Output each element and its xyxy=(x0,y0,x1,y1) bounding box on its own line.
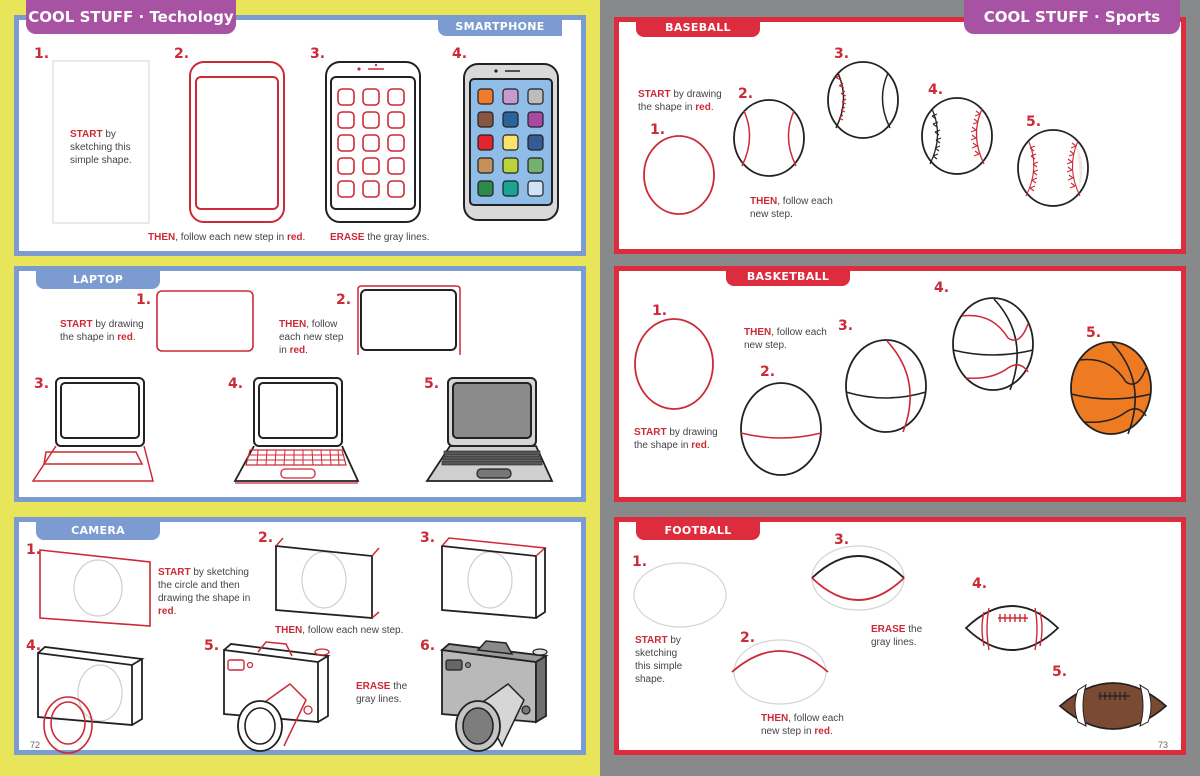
basketball-step-4-drawing xyxy=(952,297,1034,391)
laptop-step-4-number: 4. xyxy=(228,376,244,392)
camera-step-3-number: 3. xyxy=(420,530,436,546)
smartphone-start-instruction: START by sketching this simple shape. xyxy=(70,129,132,166)
baseball-step-4-number: 4. xyxy=(928,82,944,98)
camera-step-1-drawing xyxy=(39,549,151,627)
right-page-header: COOL STUFF · Sports xyxy=(964,0,1180,34)
right-page-number: 73 xyxy=(1158,740,1169,750)
smartphone-step-4-drawing xyxy=(463,63,559,221)
football-step-3-drawing xyxy=(811,545,905,611)
football-section-title: FOOTBALL xyxy=(636,522,760,540)
basketball-section-title: BASKETBALL xyxy=(726,268,850,286)
camera-step-4-number: 4. xyxy=(26,638,42,654)
camera-step-2-number: 2. xyxy=(258,530,274,546)
camera-step-6-drawing xyxy=(439,640,549,752)
football-step-5-drawing xyxy=(1058,682,1168,730)
laptop-step-5-drawing xyxy=(425,377,554,482)
laptop-step-3-number: 3. xyxy=(34,376,50,392)
laptop-then-instruction: THEN, follow each new step in red. xyxy=(279,319,344,356)
football-start-instruction: START by sketching this simple shape. xyxy=(635,635,683,685)
baseball-step-5-drawing xyxy=(1017,129,1089,207)
basketball-step-2-drawing xyxy=(740,382,822,476)
smartphone-step-1-drawing xyxy=(52,60,150,224)
smartphone-step-2-drawing xyxy=(189,61,285,223)
laptop-step-1-number: 1. xyxy=(136,292,152,308)
camera-section-title: CAMERA xyxy=(36,522,160,540)
smartphone-step-2-number: 2. xyxy=(174,46,190,62)
baseball-start-instruction: START by drawing the shape in red. xyxy=(638,89,722,113)
football-step-1-drawing xyxy=(633,562,727,628)
football-step-1-number: 1. xyxy=(632,554,648,570)
baseball-step-2-drawing xyxy=(733,99,805,177)
smartphone-erase-instruction: ERASE the gray lines. xyxy=(330,232,430,243)
smartphone-section-title: SMARTPHONE xyxy=(438,18,562,36)
basketball-step-4-number: 4. xyxy=(934,280,950,296)
smartphone-step-3-number: 3. xyxy=(310,46,326,62)
baseball-then-instruction: THEN, follow each new step. xyxy=(750,196,833,220)
football-step-4-number: 4. xyxy=(972,576,988,592)
laptop-step-3-drawing xyxy=(31,377,154,482)
laptop-step-2-number: 2. xyxy=(336,292,352,308)
basketball-step-5-number: 5. xyxy=(1086,325,1102,341)
baseball-step-1-drawing xyxy=(643,135,715,215)
basketball-step-3-number: 3. xyxy=(838,318,854,334)
camera-step-2-drawing xyxy=(275,537,380,619)
football-step-4-drawing xyxy=(964,605,1060,651)
baseball-step-4-drawing xyxy=(921,97,993,175)
camera-step-3-drawing xyxy=(441,537,547,619)
basketball-start-instruction: START by drawing the shape in red. xyxy=(634,427,718,451)
left-page-number: 72 xyxy=(30,740,41,750)
camera-step-6-number: 6. xyxy=(420,638,436,654)
laptop-step-5-number: 5. xyxy=(424,376,440,392)
football-then-instruction: THEN, follow each new step in red. xyxy=(761,713,844,737)
camera-step-5-drawing xyxy=(223,641,331,752)
camera-then-instruction: THEN, follow each new step. xyxy=(275,625,404,636)
baseball-panel xyxy=(614,17,1186,254)
camera-step-1-number: 1. xyxy=(26,542,42,558)
baseball-section-title: BASEBALL xyxy=(636,19,760,37)
left-page-header: COOL STUFF · Techology xyxy=(26,0,236,34)
laptop-step-4-drawing xyxy=(233,377,360,484)
baseball-step-1-number: 1. xyxy=(650,122,666,138)
football-step-2-number: 2. xyxy=(740,630,756,646)
camera-step-4-drawing xyxy=(37,646,145,754)
football-step-3-number: 3. xyxy=(834,532,850,548)
smartphone-then-instruction: THEN, follow each new step in red. xyxy=(148,232,306,243)
football-step-2-drawing xyxy=(731,639,829,705)
basketball-step-3-drawing xyxy=(845,339,927,433)
laptop-start-instruction: START by drawing the shape in red. xyxy=(60,319,144,343)
smartphone-step-4-number: 4. xyxy=(452,46,468,62)
baseball-step-2-number: 2. xyxy=(738,86,754,102)
smartphone-step-3-drawing xyxy=(325,61,421,223)
basketball-step-5-drawing xyxy=(1070,341,1152,435)
football-erase-instruction: ERASE the gray lines. xyxy=(871,624,923,648)
laptop-step-1-drawing xyxy=(156,290,254,352)
football-step-5-number: 5. xyxy=(1052,664,1068,680)
laptop-section-title: LAPTOP xyxy=(36,271,160,289)
laptop-step-2-drawing xyxy=(357,285,461,355)
basketball-step-2-number: 2. xyxy=(760,364,776,380)
camera-step-5-number: 5. xyxy=(204,638,220,654)
baseball-step-5-number: 5. xyxy=(1026,114,1042,130)
camera-start-instruction: START by sketching the circle and then d… xyxy=(158,567,251,617)
camera-erase-instruction: ERASE the gray lines. xyxy=(356,681,408,705)
basketball-then-instruction: THEN, follow each new step. xyxy=(744,327,827,351)
baseball-step-3-number: 3. xyxy=(834,46,850,62)
basketball-step-1-number: 1. xyxy=(652,303,668,319)
basketball-step-1-drawing xyxy=(634,318,714,410)
smartphone-step-1-number: 1. xyxy=(34,46,50,62)
baseball-step-3-drawing xyxy=(827,61,899,139)
